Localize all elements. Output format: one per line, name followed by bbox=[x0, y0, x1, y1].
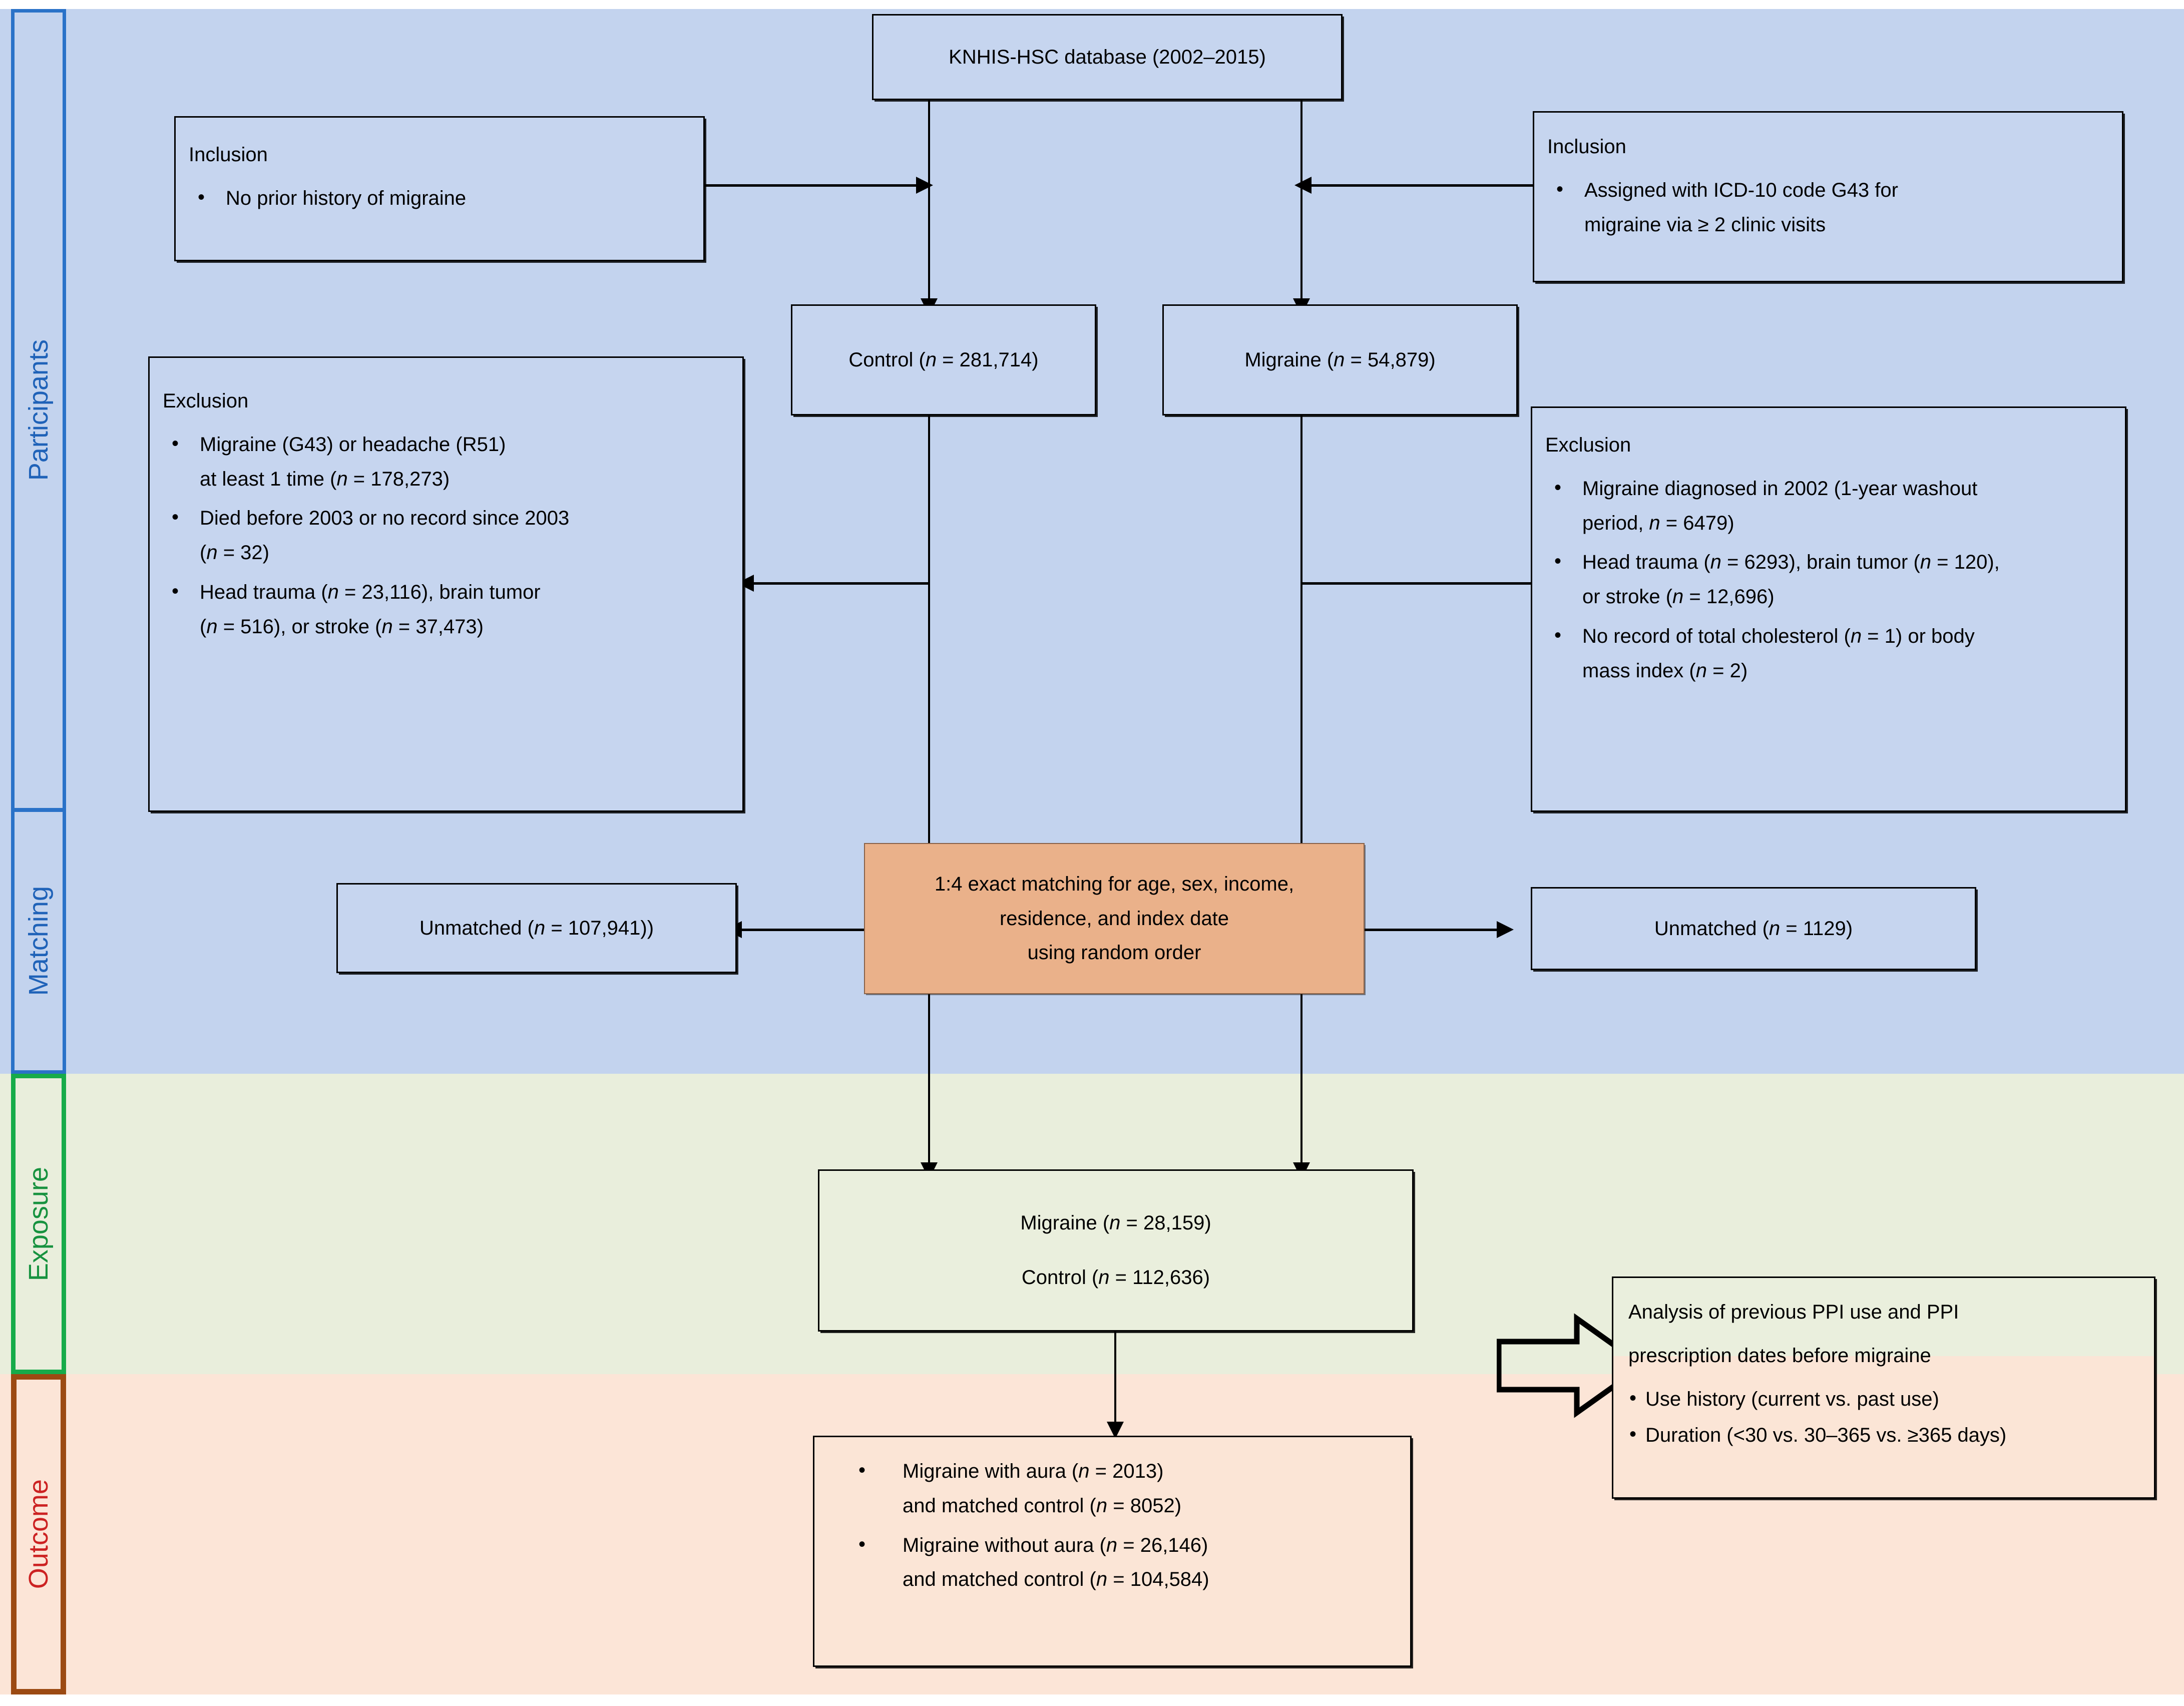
connector-exclusion-left bbox=[751, 582, 929, 585]
exposure-line1: Migraine (n = 28,159) bbox=[1020, 1212, 1211, 1234]
inclusion-right-item-line1: Assigned with ICD-10 code G43 for bbox=[1584, 179, 1898, 201]
inclusion-right-heading: Inclusion bbox=[1547, 136, 1626, 158]
box-inclusion-left: Inclusion No prior history of migraine bbox=[174, 116, 705, 261]
box-exclusion-right: Exclusion Migraine diagnosed in 2002 (1-… bbox=[1531, 406, 2126, 812]
box-migraine: Migraine (n = 54,879) bbox=[1162, 304, 1518, 415]
arrowhead-inclusion-right bbox=[1294, 177, 1312, 194]
arrowhead-inclusion-left bbox=[916, 177, 933, 194]
connector-unmatched-left bbox=[738, 929, 939, 931]
analysis-bullet-1: Use history (current vs. past use) bbox=[1628, 1381, 2139, 1417]
box-exclusion-left: Exclusion Migraine (G43) or headache (R5… bbox=[148, 356, 744, 812]
connector-control-down bbox=[928, 415, 930, 856]
inclusion-right-item: Assigned with ICD-10 code G43 for migrai… bbox=[1547, 172, 2109, 242]
exclusion-left-item-3: Head trauma (n = 23,116), brain tumor (n… bbox=[163, 574, 729, 644]
connector-matching-down-left bbox=[928, 994, 930, 1179]
connector-exclusion-right bbox=[1300, 582, 1556, 585]
connector-db-to-migraine bbox=[1300, 100, 1302, 415]
unmatched-right-label: Unmatched (n = 1129) bbox=[1654, 917, 1853, 940]
control-label: Control (n = 281,714) bbox=[848, 348, 1039, 371]
box-unmatched-right: Unmatched (n = 1129) bbox=[1531, 887, 1976, 970]
connector-db-to-control bbox=[928, 100, 930, 415]
analysis-bullet-2: Duration (<30 vs. 30–365 vs. ≥365 days) bbox=[1628, 1417, 2139, 1453]
phase-tab-participants: Participants bbox=[11, 9, 66, 810]
phase-label-exposure: Exposure bbox=[24, 1166, 54, 1282]
outcome-item-2: Migraine without aura (n = 26,146) and m… bbox=[827, 1527, 1397, 1597]
exclusion-right-item-3: No record of total cholesterol (n = 1) o… bbox=[1545, 618, 2112, 688]
box-outcome: Migraine with aura (n = 2013) and matche… bbox=[813, 1436, 1412, 1667]
phase-tab-matching: Matching bbox=[11, 810, 66, 1074]
outcome-item-1: Migraine with aura (n = 2013) and matche… bbox=[827, 1453, 1397, 1523]
box-unmatched-left: Unmatched (n = 107,941)) bbox=[336, 883, 737, 973]
migraine-label: Migraine (n = 54,879) bbox=[1244, 348, 1436, 371]
connector-unmatched-right bbox=[1291, 929, 1502, 931]
inclusion-left-heading: Inclusion bbox=[189, 144, 268, 166]
box-exposure: Migraine (n = 28,159) Control (n = 112,6… bbox=[818, 1169, 1414, 1332]
connector-matching-down-right bbox=[1300, 994, 1302, 1179]
matching-line1: 1:4 exact matching for age, sex, income, bbox=[934, 873, 1294, 895]
exposure-line2: Control (n = 112,636) bbox=[1021, 1266, 1210, 1289]
phase-label-participants: Participants bbox=[24, 339, 54, 481]
phase-label-outcome: Outcome bbox=[24, 1479, 54, 1589]
exclusion-left-heading: Exclusion bbox=[163, 390, 249, 412]
box-database: KNHIS-HSC database (2002–2015) bbox=[872, 14, 1343, 100]
unmatched-left-label: Unmatched (n = 107,941)) bbox=[419, 917, 654, 939]
analysis-line2: prescription dates before migraine bbox=[1628, 1344, 1931, 1367]
exclusion-left-item-1: Migraine (G43) or headache (R51) at leas… bbox=[163, 426, 729, 497]
box-control: Control (n = 281,714) bbox=[791, 304, 1096, 415]
arrowhead-unmatched-right bbox=[1497, 921, 1514, 938]
phase-label-matching: Matching bbox=[24, 886, 54, 996]
matching-line2: residence, and index date bbox=[999, 907, 1229, 930]
inclusion-left-item: No prior history of migraine bbox=[189, 180, 690, 216]
exclusion-right-heading: Exclusion bbox=[1545, 434, 1631, 456]
phase-tab-outcome: Outcome bbox=[11, 1374, 66, 1694]
exclusion-right-item-2: Head trauma (n = 6293), brain tumor (n =… bbox=[1545, 544, 2112, 614]
connector-exposure-down bbox=[1114, 1332, 1116, 1437]
box-inclusion-right: Inclusion Assigned with ICD-10 code G43 … bbox=[1533, 111, 2123, 282]
phase-tab-exposure: Exposure bbox=[11, 1074, 66, 1374]
inclusion-right-item-line2: migraine via ≥ 2 clinic visits bbox=[1584, 213, 1826, 236]
database-label: KNHIS-HSC database (2002–2015) bbox=[949, 46, 1266, 68]
block-arrow-to-analysis bbox=[1497, 1313, 1647, 1418]
connector-migraine-down bbox=[1300, 415, 1302, 856]
box-matching: 1:4 exact matching for age, sex, income,… bbox=[864, 843, 1365, 994]
analysis-line1: Analysis of previous PPI use and PPI bbox=[1628, 1301, 1959, 1323]
box-analysis: Analysis of previous PPI use and PPI pre… bbox=[1612, 1276, 2155, 1499]
exclusion-right-item-1: Migraine diagnosed in 2002 (1-year washo… bbox=[1545, 471, 2112, 541]
matching-line3: using random order bbox=[1027, 942, 1201, 964]
exclusion-left-item-2: Died before 2003 or no record since 2003… bbox=[163, 500, 729, 570]
